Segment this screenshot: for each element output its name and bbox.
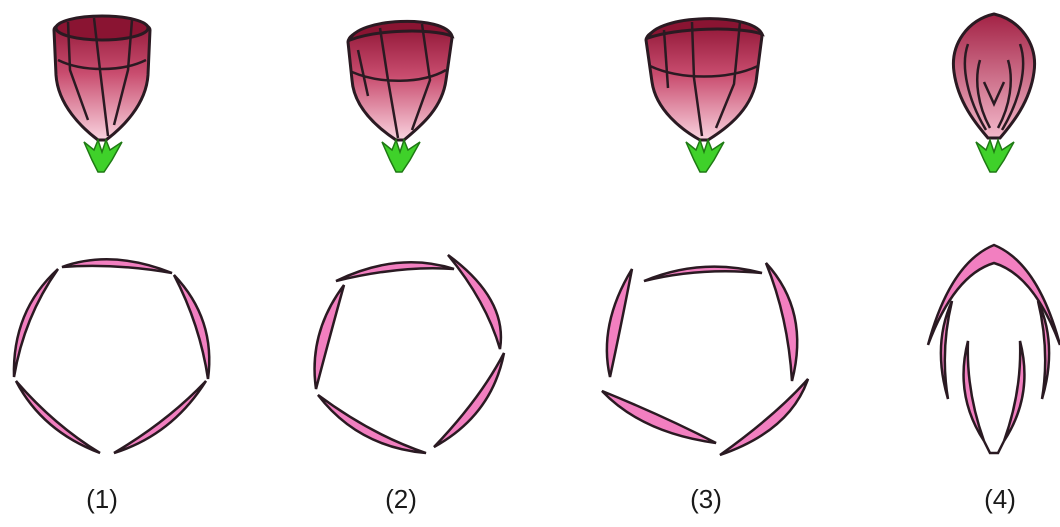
petal	[318, 395, 426, 453]
petal	[16, 381, 100, 453]
petal	[174, 275, 209, 379]
flower-bud-4	[953, 14, 1034, 172]
panel-label-3: (3)	[666, 484, 746, 515]
flower-bud-1	[54, 16, 150, 172]
petal	[766, 263, 797, 381]
petal	[720, 379, 808, 455]
petal	[62, 259, 172, 273]
petal	[336, 262, 454, 281]
petal	[644, 267, 762, 281]
petal	[602, 391, 716, 443]
floral-diagram-2	[315, 255, 504, 453]
petal	[607, 269, 632, 377]
panel-label-2: (2)	[361, 484, 441, 515]
petal	[448, 255, 501, 349]
petal	[14, 269, 58, 377]
petal	[434, 353, 504, 447]
petal	[114, 381, 206, 453]
petal	[1004, 341, 1024, 441]
panel-label-4: (4)	[960, 484, 1040, 515]
floral-diagram-1	[14, 259, 209, 453]
flower-bud-2	[348, 21, 452, 172]
floral-diagram-4	[928, 245, 1060, 453]
keel-stalk	[984, 441, 1004, 453]
petal	[964, 341, 984, 441]
petal	[315, 285, 344, 389]
floral-diagram-3	[602, 263, 808, 455]
petal	[941, 301, 952, 399]
flower-bud-3	[646, 19, 762, 172]
panel-label-1: (1)	[62, 484, 142, 515]
